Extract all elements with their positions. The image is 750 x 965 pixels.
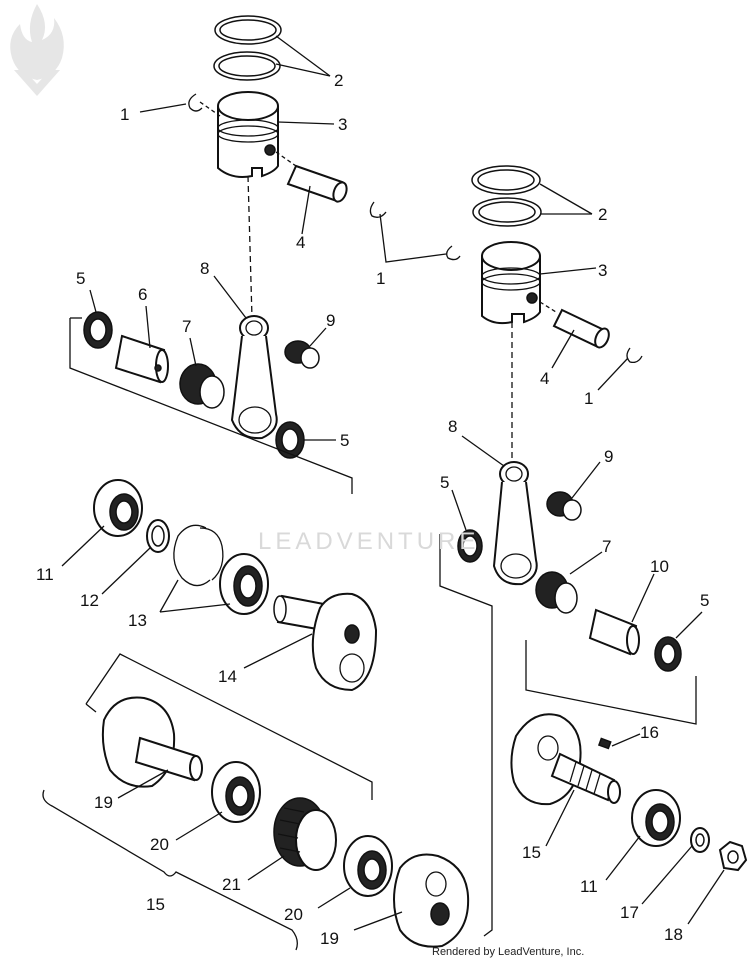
right-wrist-pin [552,308,610,349]
left-piston [217,91,279,178]
right-thrust-washer [457,529,483,563]
right-crank-15 [510,713,621,806]
callout-9: 9 [326,311,335,330]
left-connecting-rod [230,315,278,440]
left-thrust-washer-2 [275,421,305,459]
callout-6: 6 [138,285,147,304]
callout-20: 20 [150,835,169,854]
callout-15: 15 [146,895,165,914]
left-crank-pin [114,334,169,384]
crank-flywheel-19-lower [101,696,203,788]
lower-bearing-20-b [343,835,393,897]
right-needle-bearing-small [546,491,582,521]
right-bearing-11 [631,789,681,847]
left-circlip-pin [369,201,387,218]
left-crank-half-14 [273,592,378,692]
callout-numbers: 1 2 3 4 1 5 6 7 8 9 5 2 3 4 1 8 9 5 7 10… [36,71,709,948]
right-piston-rings [471,165,542,227]
left-wrist-pin [286,164,348,203]
callout-10: 10 [650,557,669,576]
callout-8: 8 [200,259,209,278]
right-circlip-top [446,245,461,261]
callout-2: 2 [334,71,343,90]
callout-17: 17 [620,903,639,922]
callout-15: 15 [522,843,541,862]
callout-11: 11 [580,877,598,896]
callout-3: 3 [338,115,347,134]
callout-21: 21 [222,875,241,894]
watermark-text: LEADVENTURE [258,528,480,555]
callout-14: 14 [218,667,237,686]
right-connecting-rod [492,461,538,586]
right-crank-pin [588,608,640,656]
callout-3: 3 [598,261,607,280]
left-main-bearing [219,553,269,615]
callout-11: 11 [36,565,54,584]
left-bearing-11 [93,479,143,537]
callout-18: 18 [664,925,683,944]
lower-bearing-20-a [211,761,261,823]
right-thrust-washer-2 [654,636,682,672]
callout-19: 19 [94,793,113,812]
left-seal-12 [146,519,170,553]
callout-4: 4 [296,233,305,252]
leader-lines [61,35,725,931]
callout-5: 5 [440,473,449,492]
callout-4: 4 [540,369,549,388]
left-snap-rings-13 [173,524,224,587]
right-main-needle-bearing [535,571,578,614]
left-needle-bearing-small [284,340,320,369]
left-circlip-top [188,93,203,112]
callout-2: 2 [598,205,607,224]
left-thrust-washer [83,311,113,349]
callout-5: 5 [340,431,349,450]
right-circlip-pin [626,347,643,364]
washer-17 [690,827,710,853]
woodruff-key-16 [597,737,612,750]
callout-1: 1 [376,269,385,288]
callout-19: 19 [320,929,339,948]
callout-5: 5 [76,269,85,288]
right-piston [481,241,541,325]
footer-credit: Rendered by LeadVenture, Inc. [432,946,585,958]
callout-9: 9 [604,447,613,466]
watermark-logo-icon [10,4,64,96]
callout-16: 16 [640,723,659,742]
callout-1: 1 [120,105,129,124]
callout-5: 5 [700,591,709,610]
callout-8: 8 [448,417,457,436]
callout-1: 1 [584,389,593,408]
callout-13: 13 [128,611,147,630]
crank-flywheel-19-right [393,853,470,948]
left-main-needle-bearing [179,363,225,409]
callout-7: 7 [602,537,611,556]
labyrinth-seal-21 [273,797,337,871]
left-piston-rings [213,15,282,81]
callout-20: 20 [284,905,303,924]
callout-7: 7 [182,317,191,336]
callout-12: 12 [80,591,99,610]
nut-18 [718,840,748,872]
